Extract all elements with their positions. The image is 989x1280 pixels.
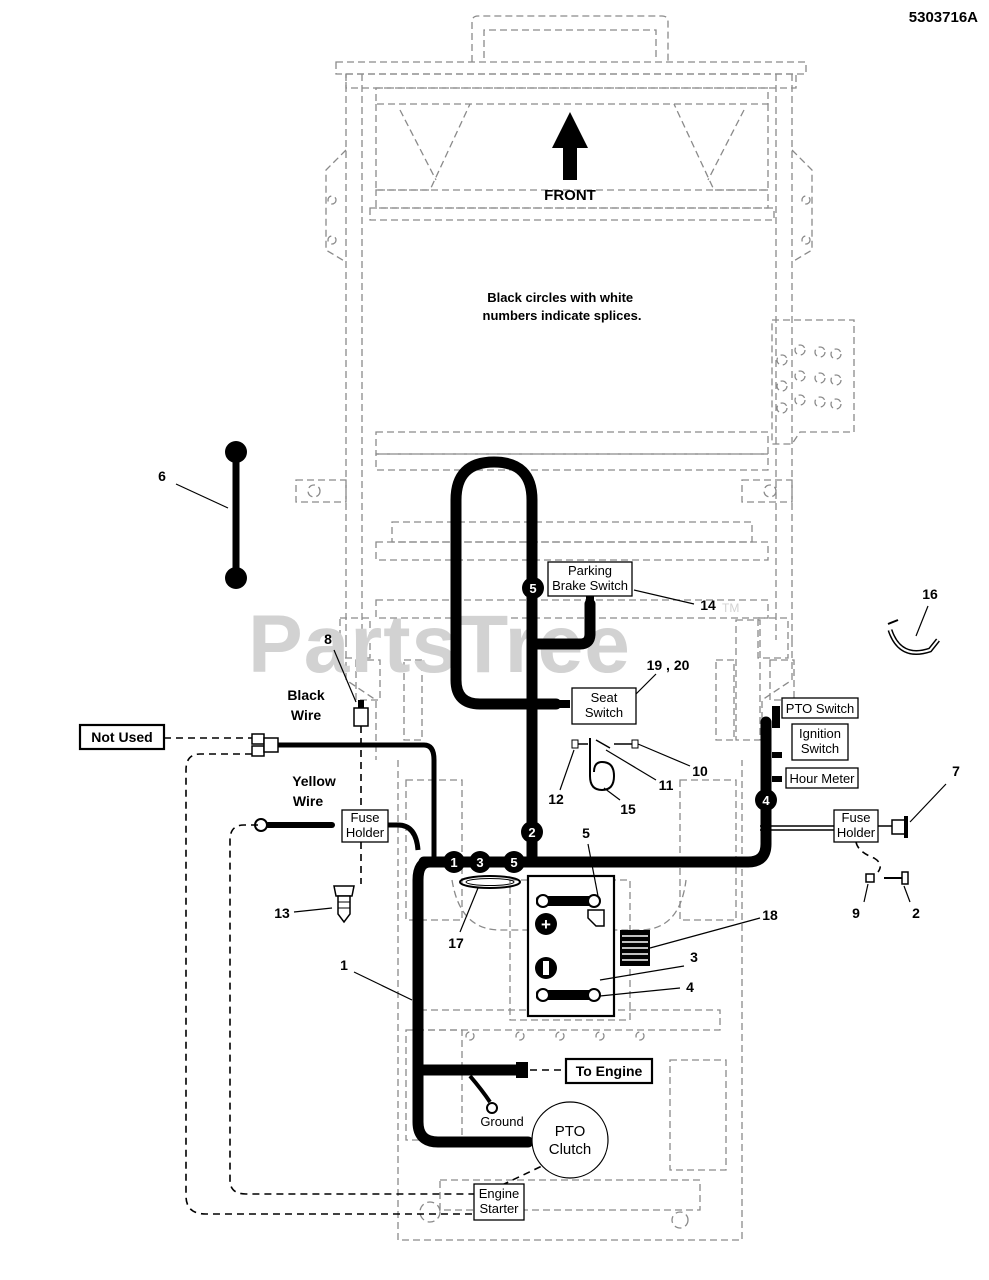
battery: + [526, 874, 650, 1018]
svg-text:8: 8 [324, 631, 332, 647]
battery-negative [543, 961, 549, 975]
svg-text:Not Used: Not Used [91, 729, 152, 745]
svg-text:5: 5 [529, 581, 536, 596]
svg-text:2: 2 [528, 825, 535, 840]
svg-text:4: 4 [686, 979, 694, 995]
watermark: PartsTree TM [248, 599, 739, 690]
svg-text:To Engine: To Engine [576, 1063, 643, 1079]
svg-text:TM: TM [722, 601, 739, 615]
svg-text:3: 3 [476, 855, 483, 870]
svg-text:FRONT: FRONT [544, 187, 596, 204]
part-6-strap [175, 441, 247, 589]
front-arrow: FRONT [544, 112, 596, 204]
splices: 5 2 1 3 5 4 [443, 577, 777, 873]
battery-positive: + [541, 915, 551, 934]
box-to-engine: To Engine [564, 1057, 654, 1085]
svg-text:2: 2 [912, 905, 920, 921]
chassis-frame [295, 15, 855, 1241]
svg-text:Ground: Ground [480, 1114, 523, 1129]
svg-text:5: 5 [510, 855, 517, 870]
part-16-clip [887, 605, 940, 655]
connectors [251, 594, 909, 1114]
wiring-harness [265, 456, 772, 1148]
svg-text:17: 17 [448, 935, 464, 951]
box-hour-meter: Hour Meter [785, 767, 859, 789]
svg-text:10: 10 [692, 763, 708, 779]
svg-text:15: 15 [620, 801, 636, 817]
splice-2: 2 [521, 821, 543, 843]
box-pto-switch: PTO Switch [781, 697, 859, 719]
svg-text:12: 12 [548, 791, 564, 807]
splice-5-lower: 5 [503, 851, 525, 873]
svg-text:Hour Meter: Hour Meter [789, 771, 855, 786]
svg-text:1: 1 [450, 855, 457, 870]
svg-text:1: 1 [340, 957, 348, 973]
svg-text:11: 11 [659, 777, 674, 793]
svg-text:18: 18 [762, 907, 778, 923]
svg-text:9: 9 [852, 905, 860, 921]
splice-4: 4 [755, 789, 777, 811]
document-id: 5303716A [909, 9, 978, 26]
svg-text:6: 6 [158, 468, 166, 484]
svg-text:PTO Switch: PTO Switch [786, 701, 854, 716]
svg-text:19 , 20: 19 , 20 [647, 657, 690, 673]
svg-text:4: 4 [762, 793, 770, 808]
svg-text:13: 13 [274, 905, 290, 921]
svg-text:3: 3 [690, 949, 698, 965]
splice-5-upper: 5 [522, 577, 544, 599]
svg-text:14: 14 [700, 597, 716, 613]
svg-text:7: 7 [952, 763, 960, 779]
splice-note: Black circles with white numbers indicat… [483, 290, 642, 323]
svg-text:5: 5 [582, 825, 590, 841]
svg-text:16: 16 [922, 586, 938, 602]
box-not-used: Not Used [78, 723, 166, 751]
callouts: 6 16 8 14 19 , 20 7 10 11 12 15 5 9 2 13… [158, 468, 960, 1001]
splice-3: 3 [469, 851, 491, 873]
splice-1: 1 [443, 851, 465, 873]
